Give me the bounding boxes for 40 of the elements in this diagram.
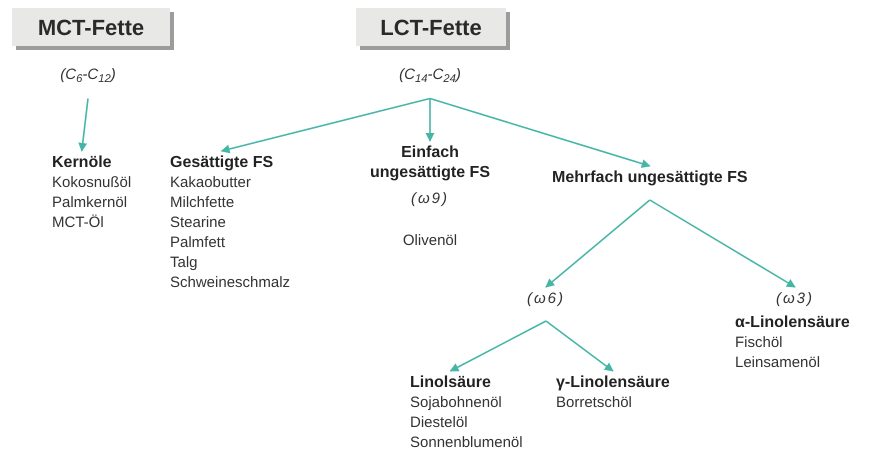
arrow bbox=[430, 98, 651, 168]
category-box bbox=[356, 8, 506, 46]
group-heading: Kernöle bbox=[52, 153, 112, 173]
example-item: Stearine bbox=[170, 213, 226, 233]
group-heading: Gesättigte FS bbox=[170, 153, 274, 173]
omega-label: (ω3) bbox=[776, 289, 814, 309]
example-item: Kokosnußöl bbox=[52, 173, 132, 193]
arrow bbox=[546, 320, 614, 372]
example-item: Palmkernöl bbox=[52, 193, 128, 213]
example-item: Sonnenblumenöl bbox=[410, 433, 523, 453]
group-heading: Einfach ungesättigte FS bbox=[368, 143, 491, 183]
group-heading: Linolsäure bbox=[410, 373, 491, 393]
arrow bbox=[649, 199, 796, 288]
example-item: MCT-Öl bbox=[52, 213, 104, 233]
example-item: Fischöl bbox=[735, 333, 783, 353]
example-item: Kakaobutter bbox=[170, 173, 251, 193]
category-box bbox=[12, 8, 170, 46]
omega-label: (ω6) bbox=[526, 289, 565, 309]
arrow bbox=[426, 98, 434, 142]
example-item: Schweineschmalz bbox=[170, 273, 290, 293]
example-item: Leinsamenöl bbox=[735, 353, 820, 373]
chain-length-label: (C$_{6}$-C$_{12}$) bbox=[60, 65, 116, 86]
group-heading: γ-Linolensäure bbox=[556, 373, 670, 393]
group-heading: Mehrfach ungesättigte FS bbox=[552, 168, 748, 188]
arrow bbox=[78, 98, 89, 152]
example-item: Olivenöl bbox=[402, 231, 458, 251]
example-item: Diestelöl bbox=[410, 413, 468, 433]
example-item: Milchfette bbox=[170, 193, 234, 213]
omega-label: (ω9) bbox=[410, 189, 449, 209]
example-item: Talg bbox=[170, 253, 198, 273]
category-title: LCT-Fette bbox=[380, 14, 482, 42]
group-heading: α-Linolensäure bbox=[735, 313, 850, 333]
category-title: MCT-Fette bbox=[38, 14, 144, 42]
arrow bbox=[220, 98, 430, 154]
arrow bbox=[450, 320, 546, 372]
example-item: Borretschöl bbox=[556, 393, 632, 413]
chain-length-label: (C$_{14}$-C$_{24}$) bbox=[399, 65, 461, 86]
arrow bbox=[545, 199, 650, 288]
example-item: Sojabohnenöl bbox=[410, 393, 502, 413]
example-item: Palmfett bbox=[170, 233, 226, 253]
